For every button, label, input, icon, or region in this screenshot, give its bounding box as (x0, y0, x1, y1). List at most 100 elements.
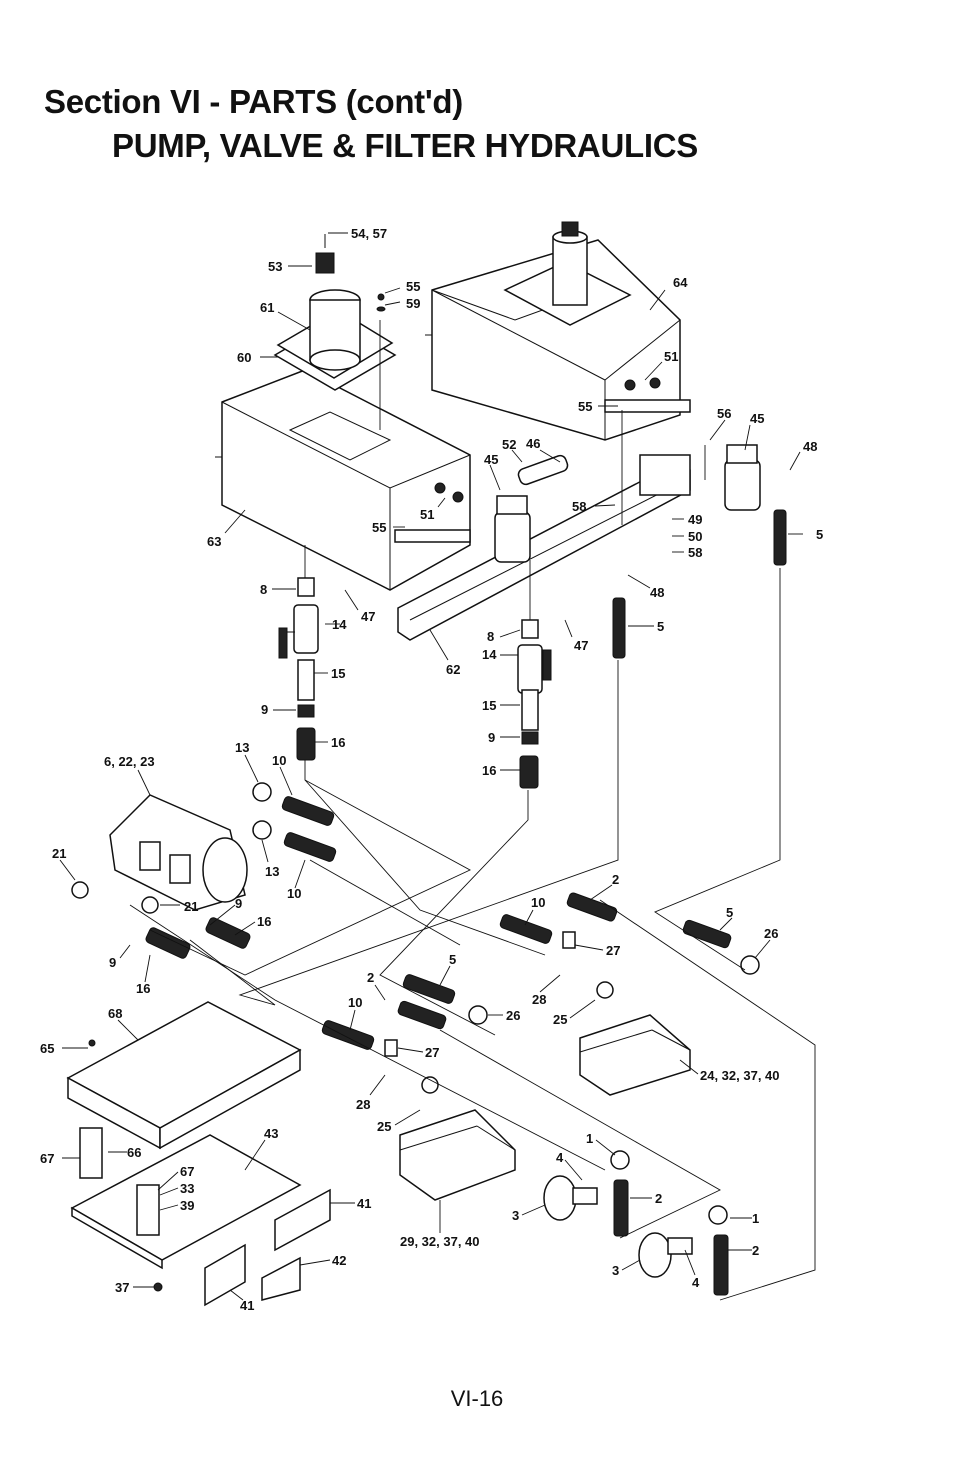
callout-15: 15 (331, 666, 345, 681)
callout-25: 25 (377, 1119, 391, 1134)
elbow-13-b (252, 820, 272, 840)
callout-45: 45 (484, 452, 498, 467)
callout-10: 10 (272, 753, 286, 768)
elbow-13-a (252, 782, 272, 802)
callout-65: 65 (40, 1041, 54, 1056)
callout-43: 43 (264, 1126, 278, 1141)
callout-2: 2 (752, 1243, 759, 1258)
callout-63: 63 (207, 534, 221, 549)
callout-27: 27 (606, 943, 620, 958)
callout-46: 46 (526, 436, 540, 451)
hose-16-b (205, 917, 251, 949)
callout-2: 2 (612, 872, 619, 887)
callout-8: 8 (260, 582, 267, 597)
callout-41: 41 (240, 1298, 254, 1313)
callout-14: 14 (482, 647, 497, 662)
page-number: VI-16 (450, 1386, 504, 1411)
callout-45: 45 (750, 411, 764, 426)
callout-8: 8 (487, 629, 494, 644)
callout-50: 50 (688, 529, 702, 544)
callout-5: 5 (449, 952, 456, 967)
callout-51: 51 (664, 349, 678, 364)
callout-9: 9 (109, 955, 116, 970)
callout-49: 49 (688, 512, 702, 527)
callout-24-32-37-40: 24, 32, 37, 40 (700, 1068, 780, 1083)
callout-29-32-37-40: 29, 32, 37, 40 (400, 1234, 480, 1249)
callout-28: 28 (532, 992, 546, 1007)
callout-2: 2 (367, 970, 374, 985)
callout-16: 16 (136, 981, 150, 996)
relief-valve-b (638, 1205, 729, 1296)
page-header: Section VI - PARTS (cont'd) PUMP, VALVE … (44, 82, 924, 166)
section-title: Section VI - PARTS (cont'd) (44, 83, 463, 120)
base-plate (70, 1039, 331, 1307)
callout-41: 41 (357, 1196, 371, 1211)
callout-14: 14 (332, 617, 347, 632)
hose-10-a (281, 796, 335, 826)
callout-1: 1 (586, 1131, 593, 1146)
callout-47: 47 (574, 638, 588, 653)
callout-5: 5 (816, 527, 823, 542)
callout-60: 60 (237, 350, 251, 365)
hose-16-a (145, 927, 191, 959)
callout-21: 21 (184, 899, 198, 914)
control-valve-right (499, 892, 760, 1096)
tank-lid-assembly (273, 234, 397, 391)
mounting-rail (397, 454, 691, 641)
callout-26: 26 (506, 1008, 520, 1023)
callout-16: 16 (331, 735, 345, 750)
callout-10: 10 (531, 895, 545, 910)
callout-4: 4 (692, 1275, 700, 1290)
callout-3: 3 (612, 1263, 619, 1278)
callout-67: 67 (40, 1151, 54, 1166)
callout-27: 27 (425, 1045, 439, 1060)
ball-valve-center (517, 619, 552, 789)
callout-4: 4 (556, 1150, 564, 1165)
hose-5-center (612, 597, 626, 659)
callout-54-57: 54, 57 (351, 226, 387, 241)
cover-plate (66, 1001, 302, 1150)
callout-2: 2 (655, 1191, 662, 1206)
callout-16: 16 (482, 763, 496, 778)
callout-64: 64 (673, 275, 688, 290)
callout-33: 33 (180, 1181, 194, 1196)
callout-37: 37 (115, 1280, 129, 1295)
callout-9: 9 (261, 702, 268, 717)
callout-68: 68 (108, 1006, 122, 1021)
callout-25: 25 (553, 1012, 567, 1027)
callout-52: 52 (502, 437, 516, 452)
callout-3: 3 (512, 1208, 519, 1223)
diagram-subtitle: PUMP, VALVE & FILTER HYDRAULICS (112, 127, 698, 164)
relief-valve-a (543, 1150, 630, 1237)
callout-9: 9 (235, 896, 242, 911)
callout-1: 1 (752, 1211, 759, 1226)
hose-10-b (283, 832, 337, 862)
callout-61: 61 (260, 300, 274, 315)
callout-53: 53 (268, 259, 282, 274)
hydraulic-pump (109, 794, 248, 911)
callout-67: 67 (180, 1164, 194, 1179)
ball-valve-left (278, 577, 319, 761)
hose-5-right (773, 509, 787, 566)
callout-26: 26 (764, 926, 778, 941)
callout-56: 56 (717, 406, 731, 421)
callout-39: 39 (180, 1198, 194, 1213)
callout-48: 48 (803, 439, 817, 454)
callout-62: 62 (446, 662, 460, 677)
callout-55: 55 (406, 279, 420, 294)
hydraulic-tank-left (215, 369, 471, 591)
callout-51: 51 (420, 507, 434, 522)
callout-10: 10 (348, 995, 362, 1010)
elbow-21-a (71, 881, 89, 899)
callout-16: 16 (257, 914, 271, 929)
callout-6-22-23: 6, 22, 23 (104, 754, 155, 769)
callout-5: 5 (726, 905, 733, 920)
callout-58: 58 (572, 499, 586, 514)
callout-28: 28 (356, 1097, 370, 1112)
callout-55: 55 (578, 399, 592, 414)
filter-right (724, 444, 761, 511)
callout-58: 58 (688, 545, 702, 560)
callout-leaders (59, 232, 803, 1301)
callout-55: 55 (372, 520, 386, 535)
